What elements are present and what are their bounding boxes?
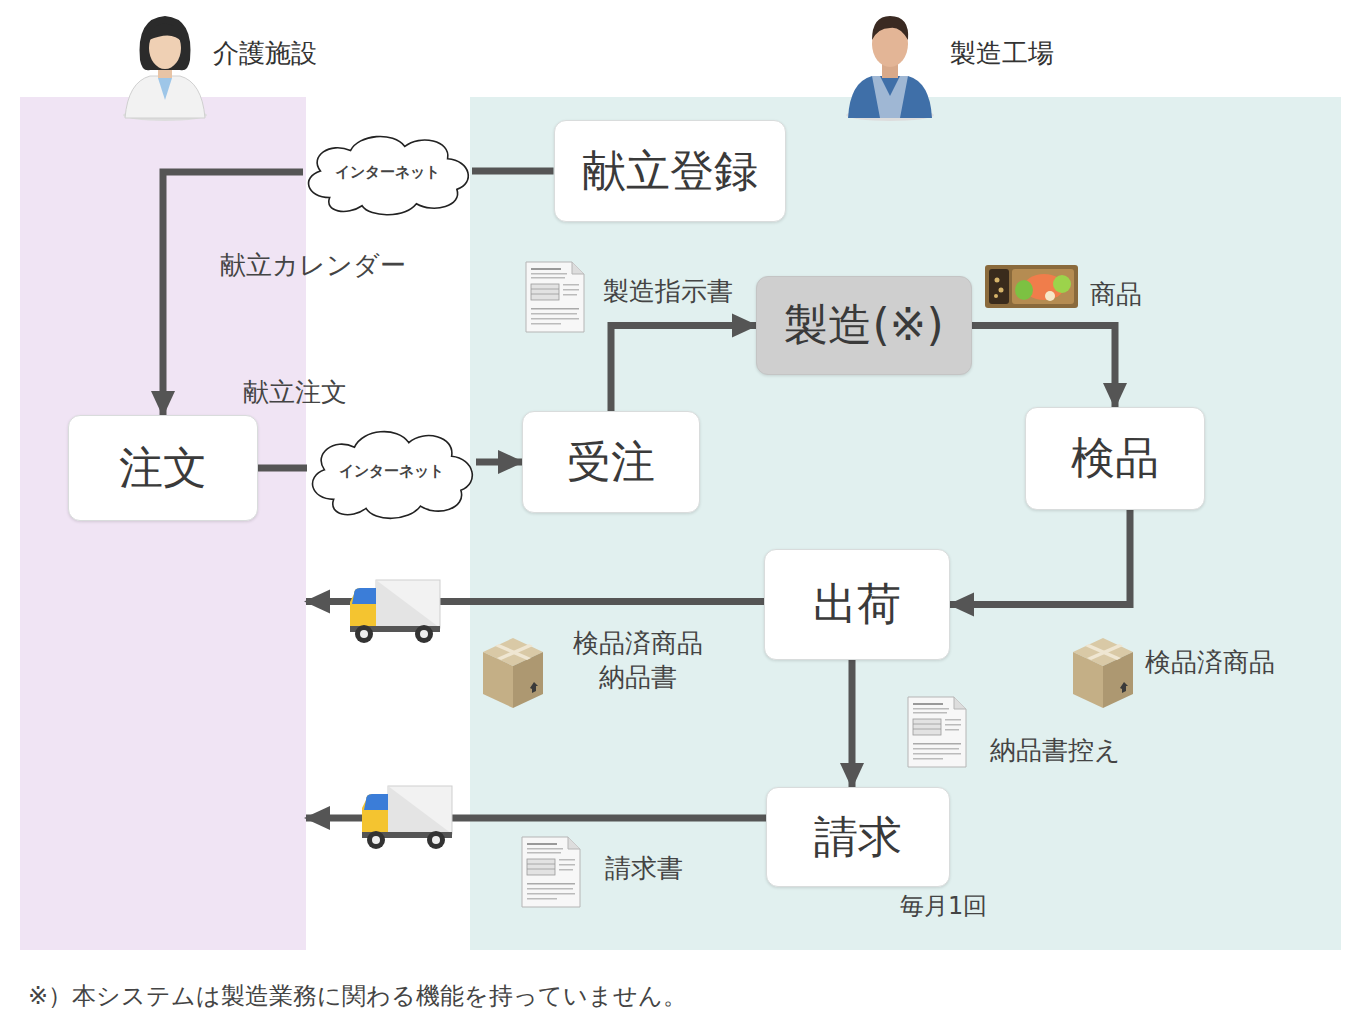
process-box: 検品 [1025,407,1205,510]
cloud-label: インターネット [335,163,440,182]
band-fill [20,97,306,950]
person-female [123,16,207,121]
food-tray-icon-part [1015,280,1033,300]
food-tray-icon [985,265,1078,308]
swimlane-band: 製造工場献立登録製造(※)受注検品出荷請求 [470,97,1341,950]
process-box: 製造(※) [756,276,972,375]
footnote: ※）本システムは製造業務に関わる機能を持っていません。 [28,980,687,1012]
lane-heading: 介護施設 [213,36,317,71]
truck-icon [350,580,440,643]
person-female-part [125,76,205,118]
swimlane-band: 介護施設注文 [20,97,306,950]
edge-label: 商品 [1090,277,1142,312]
internet-cloud: インターネット [299,420,484,522]
person-female-part [140,16,191,70]
person-female-part [149,24,182,42]
flow-connector [258,465,307,472]
cardboard-box-icon [483,638,543,708]
process-label: 出荷 [813,575,901,634]
note-label: 毎月1回 [900,890,987,922]
food-tray-icon-part [995,278,1000,283]
flow-connector [472,168,554,175]
person-male-part [848,76,932,118]
process-box: 受注 [522,411,700,513]
document-icon [908,697,966,767]
person-female-part [158,78,172,100]
process-box: 注文 [68,415,258,521]
document-icon [522,837,580,907]
food-tray-icon-part [1012,269,1074,304]
flow-connector [611,326,756,412]
edge-label: 請求書 [605,851,683,886]
process-label: 請求 [814,808,902,867]
cardboard-box-icon [1073,638,1133,708]
cloud-outline [313,432,473,519]
process-label: 献立登録 [582,142,758,201]
flow-connector [950,510,1130,605]
person-male-part [872,76,908,118]
food-tray-icon-part [985,265,1078,308]
food-tray-icon-part [1053,275,1071,293]
process-label: 製造(※) [784,296,943,355]
process-label: 受注 [567,433,655,492]
flow-connector [972,326,1115,408]
edge-label: 製造指示書 [603,274,733,309]
food-tray-icon-part [989,269,1009,304]
process-label: 注文 [119,439,207,498]
process-box: 請求 [766,787,950,887]
process-box: 献立登録 [554,120,786,222]
edge-label: 献立注文 [243,375,347,410]
food-tray-icon-part [1045,291,1055,301]
food-tray-icon-part [994,294,998,298]
cloud-label: インターネット [339,462,444,481]
lane-heading: 製造工場 [950,36,1054,71]
cloud-outline [309,136,469,214]
flow-connector [849,660,856,787]
flow-connector [476,459,522,466]
food-tray-icon-part [999,288,1004,293]
edge-label: 検品済商品 納品書 [560,627,716,695]
document-icon [526,262,584,332]
person-male [846,16,934,121]
edge-label: 検品済商品 [1145,645,1275,680]
process-box: 出荷 [764,549,950,660]
edge-label: 献立カレンダー [220,248,406,283]
truck-icon [362,786,452,849]
process-label: 検品 [1071,429,1159,488]
internet-cloud: インターネット [295,126,480,218]
edge-label: 納品書控え [990,733,1121,768]
person-male-part [872,16,908,40]
